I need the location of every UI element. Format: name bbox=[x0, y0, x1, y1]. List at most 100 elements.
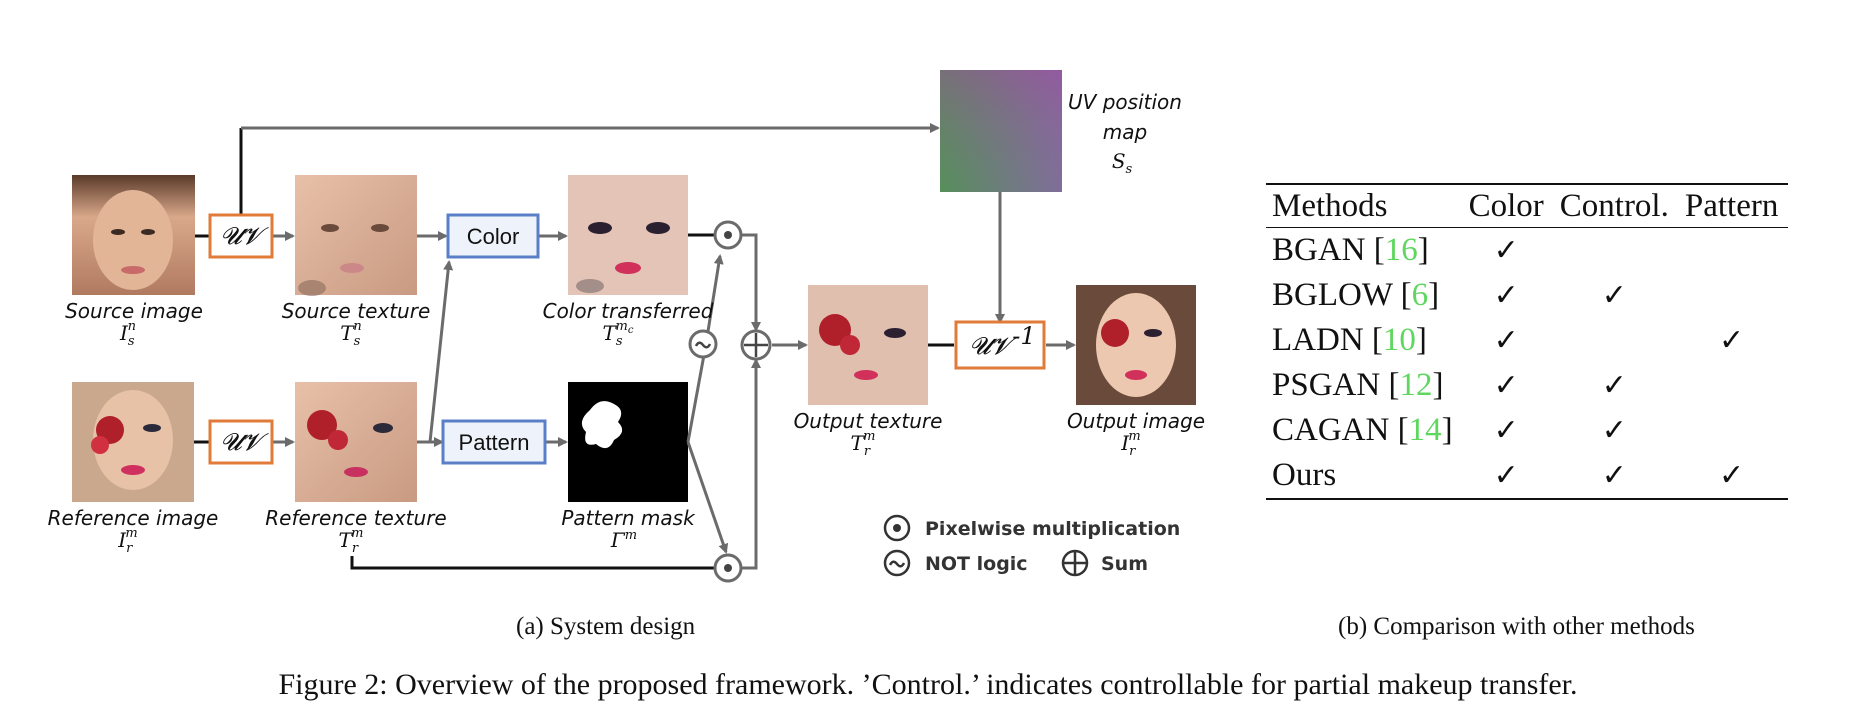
check-pattern bbox=[1679, 363, 1788, 408]
check-color: ✓ bbox=[1493, 233, 1519, 268]
citation-link[interactable]: 10 bbox=[1382, 322, 1416, 358]
svg-text:Trm: Trm bbox=[339, 526, 364, 556]
comparison-table: Methods Color Control. Pattern BGAN [16]… bbox=[1266, 183, 1789, 500]
method-name-cell: Ours bbox=[1266, 453, 1463, 499]
svg-text:Output texture: Output texture bbox=[794, 409, 943, 433]
method-name: BGAN bbox=[1272, 232, 1366, 268]
svg-text:NOT logic: NOT logic bbox=[925, 553, 1028, 575]
check-pattern: ✓ bbox=[1719, 323, 1745, 358]
header-color: Color bbox=[1468, 187, 1544, 224]
citation-link[interactable]: 16 bbox=[1384, 232, 1418, 268]
color-transferred-texture bbox=[568, 175, 688, 295]
reference-image-label: Reference image Irm bbox=[48, 506, 219, 556]
method-name-cell: PSGAN [12] bbox=[1272, 367, 1444, 403]
svg-text:𝓤𝓥: 𝓤𝓥 bbox=[220, 222, 269, 250]
svg-text:map: map bbox=[1103, 120, 1147, 144]
check-pattern bbox=[1679, 273, 1788, 318]
legend-pixelwise: Pixelwise multiplication bbox=[883, 514, 1180, 542]
citation-link[interactable]: 14 bbox=[1408, 412, 1442, 448]
method-name-cell: CAGAN [14] bbox=[1272, 412, 1453, 448]
check-control: ✓ bbox=[1601, 413, 1627, 448]
check-pattern bbox=[1679, 228, 1788, 274]
check-pattern bbox=[1679, 408, 1788, 453]
source-texture-label: Source texture Tsn bbox=[282, 299, 431, 349]
check-color: ✓ bbox=[1493, 458, 1519, 493]
svg-text:UV position: UV position bbox=[1068, 90, 1182, 114]
svg-text:Irm: Irm bbox=[1120, 429, 1140, 459]
svg-text:Irm: Irm bbox=[117, 526, 137, 556]
source-texture bbox=[295, 175, 417, 296]
method-name: CAGAN bbox=[1272, 412, 1390, 448]
uv-inverse-box: 𝓤𝓥 -1 bbox=[954, 320, 1046, 370]
table-row: Ours ✓ ✓ ✓ bbox=[1266, 453, 1789, 499]
svg-text:Sum: Sum bbox=[1101, 553, 1148, 575]
svg-text:𝓤𝓥: 𝓤𝓥 bbox=[220, 428, 269, 456]
method-name-cell: LADN [10] bbox=[1272, 322, 1427, 358]
svg-text:Output image: Output image bbox=[1067, 409, 1205, 433]
check-pattern: ✓ bbox=[1719, 458, 1745, 493]
method-name-cell: BGAN [16] bbox=[1272, 232, 1429, 268]
table-header-row: Methods Color Control. Pattern bbox=[1266, 184, 1789, 228]
color-transferred-label: Color transferred Tsmc bbox=[543, 299, 714, 349]
uv-position-map bbox=[940, 70, 1062, 192]
svg-text:Tsmc: Tsmc bbox=[603, 319, 634, 349]
output-texture bbox=[808, 285, 928, 405]
method-name: Ours bbox=[1272, 457, 1337, 493]
svg-text:Source texture: Source texture bbox=[282, 299, 431, 323]
citation-link[interactable]: 12 bbox=[1399, 367, 1433, 403]
check-control bbox=[1554, 228, 1679, 274]
svg-text:Trm: Trm bbox=[851, 429, 876, 459]
svg-text:Reference texture: Reference texture bbox=[265, 506, 446, 530]
svg-text:Source image: Source image bbox=[65, 299, 203, 323]
connectors bbox=[194, 123, 1076, 570]
legend-sum: Sum bbox=[1061, 549, 1148, 577]
subcaption-a: (a) System design bbox=[516, 613, 696, 640]
reference-texture bbox=[295, 382, 417, 502]
check-control: ✓ bbox=[1601, 458, 1627, 493]
svg-text:Pattern: Pattern bbox=[459, 430, 530, 455]
check-color: ✓ bbox=[1493, 323, 1519, 358]
header-pattern: Pattern bbox=[1684, 187, 1779, 224]
source-image bbox=[72, 175, 195, 295]
svg-text:Tsn: Tsn bbox=[340, 319, 361, 349]
method-name: PSGAN bbox=[1272, 367, 1381, 403]
pattern-mask-label: Pattern mask Γm bbox=[561, 506, 696, 552]
header-methods: Methods bbox=[1272, 187, 1388, 224]
legend-not-logic: NOT logic bbox=[883, 549, 1028, 577]
check-color: ✓ bbox=[1493, 413, 1519, 448]
check-color: ✓ bbox=[1493, 278, 1519, 313]
uv-box-reference: 𝓤𝓥 bbox=[208, 419, 274, 465]
citation-link[interactable]: 6 bbox=[1411, 277, 1429, 313]
method-name-cell: BGLOW [6] bbox=[1272, 277, 1440, 313]
check-control: ✓ bbox=[1601, 368, 1627, 403]
table-row: BGAN [16] ✓ bbox=[1266, 228, 1788, 274]
table-row: BGLOW [6] ✓ ✓ bbox=[1266, 273, 1788, 318]
pixelwise-multiplication-icon-top bbox=[713, 220, 743, 250]
svg-text:Color: Color bbox=[467, 224, 520, 249]
svg-text:Pixelwise multiplication: Pixelwise multiplication bbox=[925, 518, 1180, 540]
table-row: LADN [10] ✓ ✓ bbox=[1266, 318, 1788, 363]
source-image-label: Source image Isn bbox=[65, 299, 203, 349]
output-image bbox=[1076, 285, 1196, 405]
table-row: CAGAN [14] ✓ ✓ bbox=[1266, 408, 1788, 453]
reference-texture-label: Reference texture Trm bbox=[265, 506, 446, 556]
check-color: ✓ bbox=[1493, 368, 1519, 403]
output-image-label: Output image Irm bbox=[1067, 409, 1205, 459]
color-box: Color bbox=[446, 213, 540, 259]
svg-text:Isn: Isn bbox=[119, 319, 136, 349]
legend: Pixelwise multiplication NOT logic Sum bbox=[883, 514, 1180, 577]
pixelwise-multiplication-icon-bottom bbox=[713, 553, 743, 583]
figure-caption: Figure 2: Overview of the proposed frame… bbox=[278, 668, 1578, 701]
uv-box-source: 𝓤𝓥 bbox=[208, 213, 274, 259]
sum-icon bbox=[740, 329, 772, 361]
check-control: ✓ bbox=[1601, 278, 1627, 313]
uv-position-map-label: UV position map Ss bbox=[1068, 90, 1182, 177]
svg-text:Γm: Γm bbox=[610, 528, 637, 552]
output-texture-label: Output texture Trm bbox=[794, 409, 943, 459]
svg-text:Ss: Ss bbox=[1112, 149, 1133, 177]
pattern-mask bbox=[568, 382, 688, 502]
not-logic-icon bbox=[688, 329, 718, 359]
pattern-box: Pattern bbox=[441, 419, 547, 465]
header-control: Control. bbox=[1559, 187, 1669, 224]
svg-text:𝓤𝓥: 𝓤𝓥 bbox=[969, 332, 1018, 360]
